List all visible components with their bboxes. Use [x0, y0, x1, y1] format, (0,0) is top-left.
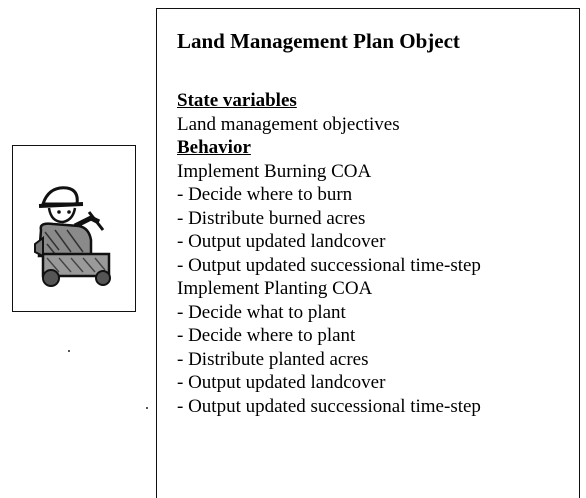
behavior-item: Implement Burning COA [177, 160, 372, 182]
state-variables-heading: State variables [177, 90, 297, 111]
behavior-item: - Decide where to plant [177, 325, 356, 346]
behavior-item: Implement Planting COA [177, 278, 373, 299]
state-variable-item: Land management objectives [177, 113, 400, 135]
object-content: State variables Land management objectiv… [177, 89, 481, 418]
behavior-item: - Distribute planted acres [177, 348, 369, 370]
behavior-item: - Output updated landcover [177, 372, 386, 393]
object-title: Land Management Plan Object [177, 29, 460, 53]
behavior-heading: Behavior [177, 137, 251, 158]
object-description-box: Land Management Plan Object State variab… [156, 8, 580, 498]
behavior-item: - Output updated successional time-step [177, 395, 481, 417]
stray-dot [146, 407, 148, 409]
behavior-item: - Decide where to burn [177, 184, 353, 205]
farmer-on-tractor-icon [34, 186, 111, 287]
behavior-item: - Output updated landcover [177, 231, 386, 252]
behavior-item: - Distribute burned acres [177, 207, 366, 229]
behavior-item: - Output updated successional time-step [177, 254, 481, 276]
agent-icon-frame [12, 145, 136, 312]
behavior-item: - Decide what to plant [177, 301, 346, 323]
stray-dot [68, 350, 70, 352]
